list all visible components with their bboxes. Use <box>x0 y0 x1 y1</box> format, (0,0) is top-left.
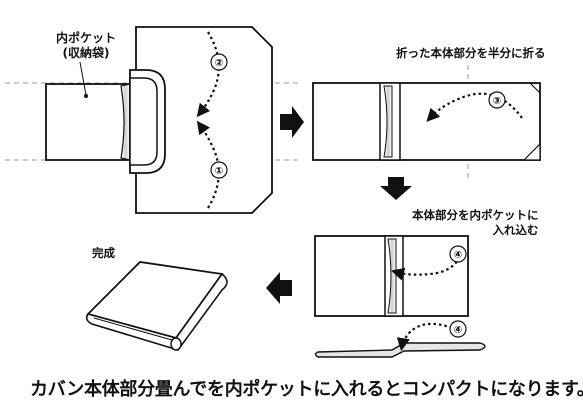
insert-into-pocket-label: 本体部分を内ポケットに 入れ込む <box>412 208 539 238</box>
finished-roll-end <box>170 337 182 351</box>
pocket-opening <box>120 83 131 161</box>
inner-pocket-label-line1: 内ポケット <box>56 31 117 45</box>
folded-corner-top <box>529 82 541 94</box>
step3-figure <box>314 235 486 358</box>
step-3-badge <box>488 91 506 109</box>
bag-body <box>135 26 273 214</box>
handle-inner <box>129 77 158 166</box>
inner-pocket-label-line2: (収納袋) <box>62 46 110 60</box>
side-view-strip <box>314 342 486 358</box>
insert-label-line1: 本体部分を内ポケットに <box>412 208 539 222</box>
leader-dot <box>84 94 88 98</box>
fold-in-half-label: 折った本体部分を半分に折る <box>396 46 546 60</box>
step-3-number: ③ <box>493 96 501 107</box>
step-4b-badge <box>449 320 467 338</box>
folded-bag <box>312 82 541 161</box>
inner-pocket <box>45 83 131 161</box>
left-arrow-icon <box>266 272 292 304</box>
finished-bag <box>85 261 228 352</box>
dotted-arrow-2 <box>196 31 220 118</box>
folded-opening <box>383 85 393 158</box>
step2-figure <box>312 65 541 178</box>
caption: カバン本体部分畳んでを内ポケットに入れるとコンパクトになります。 <box>30 379 583 400</box>
dotted-arrow-3 <box>426 92 523 122</box>
step-2-badge <box>210 53 228 71</box>
step-4a-badge <box>449 245 467 263</box>
dotted-arrow-4b <box>396 322 453 352</box>
folded-corner <box>522 142 541 161</box>
inner-pocket-label: 内ポケット (収納袋) <box>56 31 116 61</box>
step-1-number: ① <box>215 166 223 177</box>
down-arrow-icon <box>380 177 412 200</box>
label-leader <box>79 61 87 96</box>
right-arrow-icon <box>280 106 304 138</box>
step-4b-number: ④ <box>454 325 462 336</box>
step-1-badge <box>210 161 228 179</box>
step1-figure <box>5 26 300 214</box>
step-2-number: ② <box>215 58 223 69</box>
insert-label-line2: 入れ込む <box>492 223 539 237</box>
dotted-arrow-1 <box>196 120 220 209</box>
completed-label: 完成 <box>92 246 115 260</box>
step-4a-number: ④ <box>454 250 462 261</box>
finished-edge-line <box>93 317 173 341</box>
